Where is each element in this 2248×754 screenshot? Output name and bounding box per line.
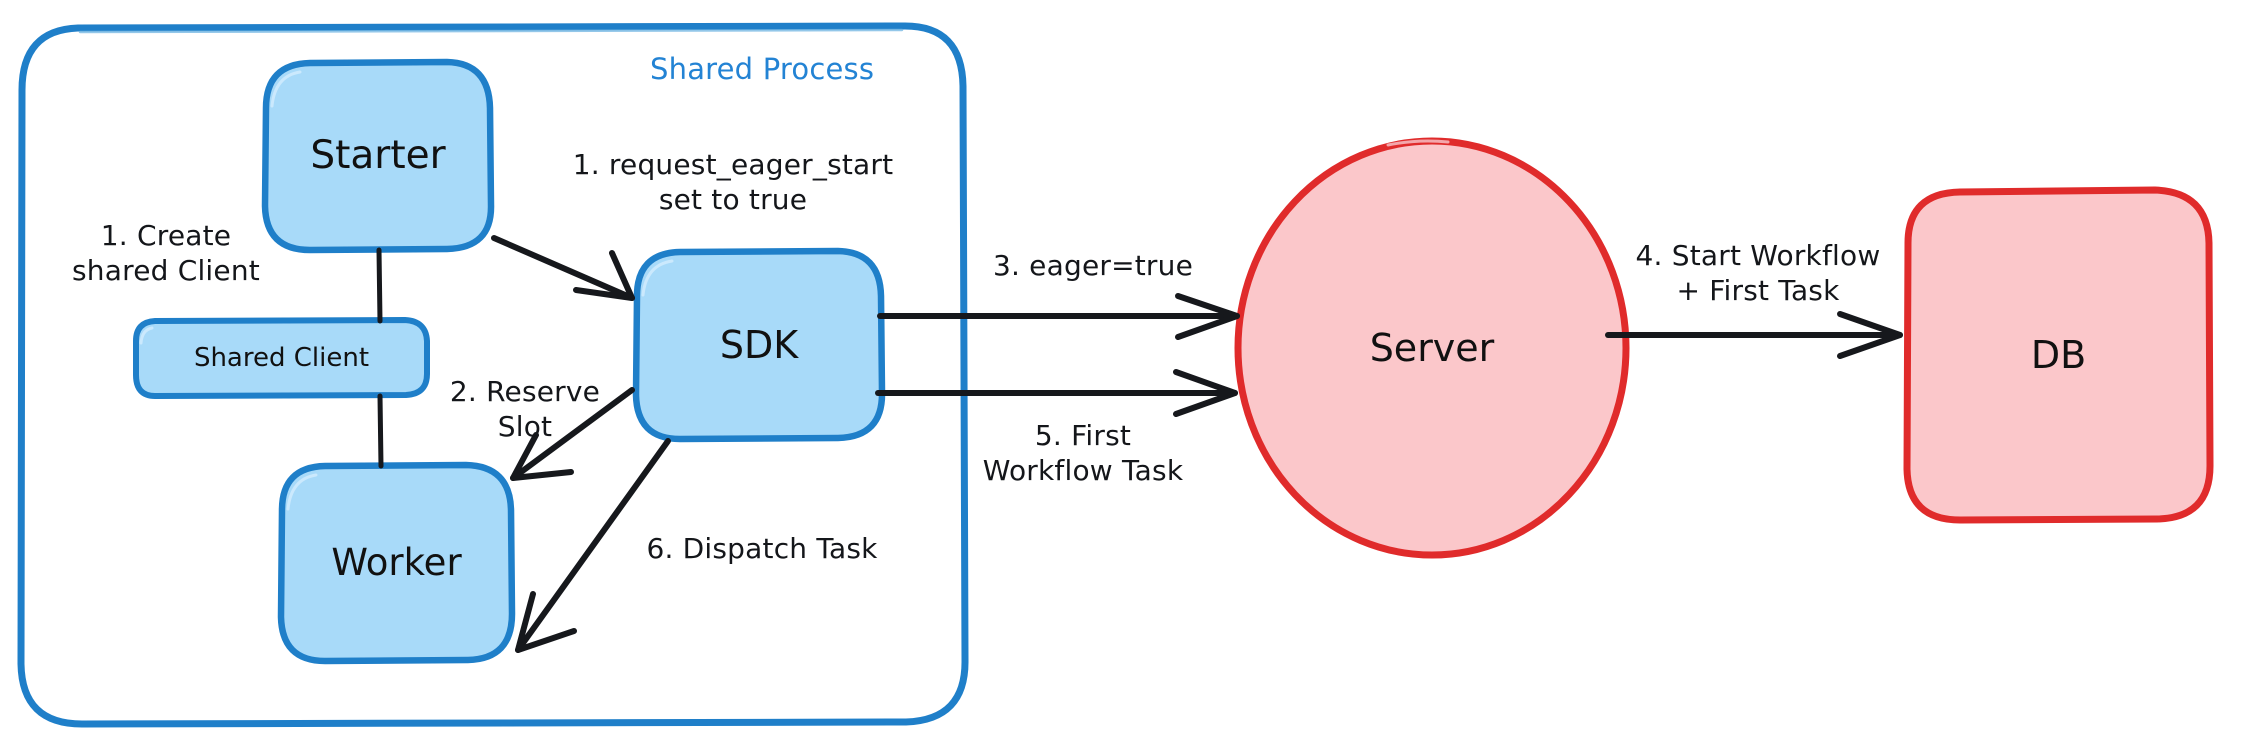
edge-label-eager-true: 3. eager=true <box>992 249 1194 282</box>
edge-label-first-workflow-task: 5. First Workflow Task <box>982 419 1184 488</box>
arrow-sdk-to-worker-reserve-slot <box>510 387 635 481</box>
arrow-sdk-to-worker-dispatch-task <box>515 438 671 653</box>
shared-process-container <box>17 22 969 728</box>
edge-label-dispatch-task: 6. Dispatch Task <box>646 532 878 565</box>
node-server-shape[interactable] <box>1234 137 1630 559</box>
edge-label-create-shared-client: 1. Create shared Client <box>72 219 260 288</box>
node-worker-shape[interactable] <box>277 461 516 665</box>
connector-starter-shared-client <box>376 247 383 324</box>
node-sdk-shape[interactable] <box>632 247 886 443</box>
arrow-starter-to-sdk <box>491 235 635 301</box>
edge-label-start-workflow-first-task: 4. Start Workflow + First Task <box>1635 239 1881 308</box>
arrow-sdk-to-server-first-task <box>875 369 1238 417</box>
shared-process-title: Shared Process <box>650 52 875 86</box>
edge-label-reserve-slot: 2. Reserve Slot <box>449 375 601 444</box>
edge-label-request-eager-start: 1. request_eager_start set to true <box>572 148 894 217</box>
node-db-shape[interactable] <box>1903 186 2214 524</box>
node-starter-shape[interactable] <box>261 58 495 254</box>
connector-shared-client-worker <box>377 393 384 469</box>
arrow-server-to-db <box>1605 311 1903 359</box>
node-shared-client-shape[interactable] <box>133 317 430 399</box>
arrow-sdk-to-server-eager <box>877 293 1240 340</box>
